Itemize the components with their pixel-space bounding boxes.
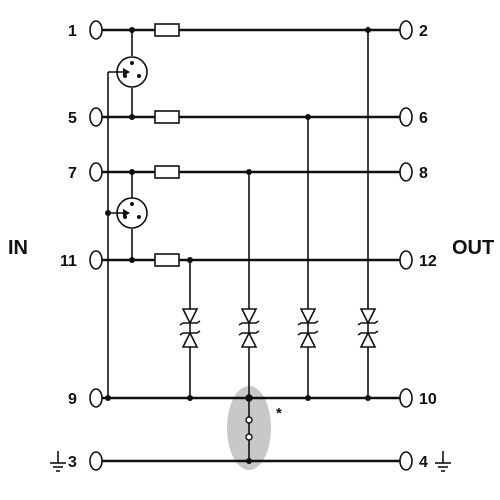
tvs-diode-icon bbox=[297, 308, 319, 348]
tvs-diode-icon bbox=[357, 308, 379, 348]
resistor-icon bbox=[154, 23, 180, 37]
pin-label-9: 9 bbox=[68, 391, 77, 408]
asterisk-note: * bbox=[276, 405, 282, 422]
pin-label-1: 1 bbox=[68, 23, 77, 40]
pin-label-6: 6 bbox=[419, 110, 428, 127]
pin-label-11: 11 bbox=[60, 253, 77, 270]
pin-label-7: 7 bbox=[68, 165, 77, 182]
ground-icon-right bbox=[435, 451, 451, 472]
pin-label-2: 2 bbox=[419, 23, 428, 40]
tvs-diode-icon bbox=[179, 308, 201, 348]
terminal-9 bbox=[89, 388, 103, 408]
terminal-8 bbox=[399, 162, 413, 182]
pin-label-3: 3 bbox=[68, 454, 77, 471]
input-label: IN bbox=[8, 237, 28, 259]
terminal-6 bbox=[399, 107, 413, 127]
terminal-10 bbox=[399, 388, 413, 408]
terminal-3 bbox=[89, 451, 103, 471]
pin-label-4: 4 bbox=[419, 454, 428, 471]
terminal-1 bbox=[89, 20, 103, 40]
terminal-icons bbox=[89, 20, 413, 471]
line-1-2 bbox=[102, 23, 400, 37]
terminal-2 bbox=[399, 20, 413, 40]
terminal-4 bbox=[399, 451, 413, 471]
line-11-12 bbox=[102, 253, 400, 267]
pin-label-5: 5 bbox=[68, 110, 77, 127]
pin-label-12: 12 bbox=[419, 253, 437, 270]
resistor-icon bbox=[154, 253, 180, 267]
junction-dots bbox=[105, 27, 371, 464]
terminal-5 bbox=[89, 107, 103, 127]
resistor-icon bbox=[154, 165, 180, 179]
output-label: OUT bbox=[452, 237, 494, 259]
line-5-6 bbox=[102, 110, 400, 124]
resistor-icon bbox=[154, 110, 180, 124]
pin-label-8: 8 bbox=[419, 165, 428, 182]
line-7-8 bbox=[102, 165, 400, 179]
terminal-12 bbox=[399, 250, 413, 270]
gas-discharge-tube-icon bbox=[108, 30, 148, 117]
terminal-11 bbox=[89, 250, 103, 270]
ground-icon-left bbox=[50, 451, 66, 472]
pin-label-10: 10 bbox=[419, 391, 437, 408]
tvs-diode-icon bbox=[238, 308, 260, 348]
gas-discharge-tube-icon bbox=[108, 172, 148, 260]
terminal-7 bbox=[89, 162, 103, 182]
